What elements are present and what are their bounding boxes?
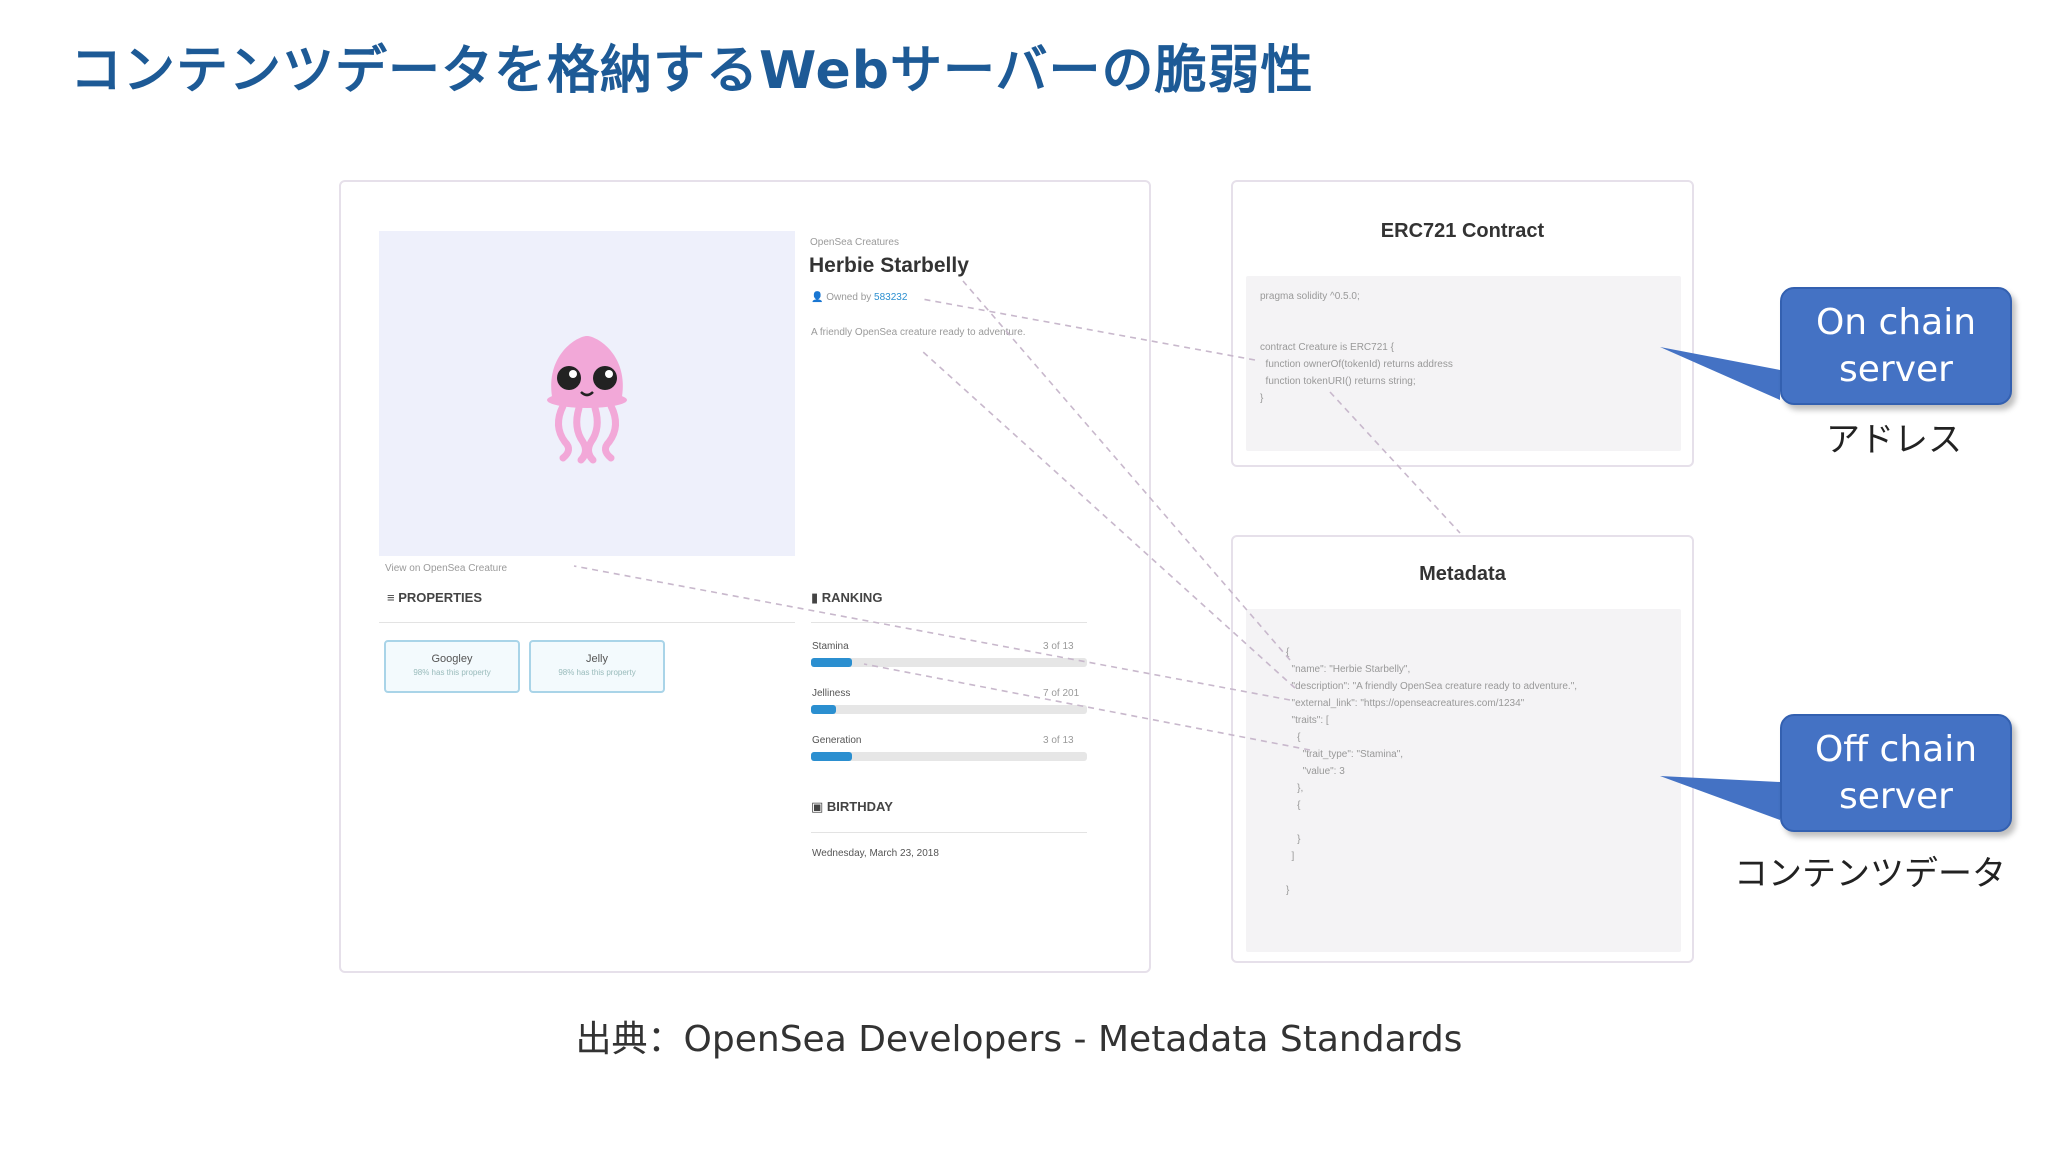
calendar-icon: ▣ xyxy=(811,799,827,814)
erc721-code: pragma solidity ^0.5.0; contract Creatur… xyxy=(1246,276,1681,451)
nft-name: Herbie Starbelly xyxy=(809,254,969,277)
on-chain-callout-pointer xyxy=(1660,347,1780,400)
connector-contract-to-metadata xyxy=(1329,391,1461,534)
ranking-label: RANKING xyxy=(821,590,883,605)
collection-name[interactable]: OpenSea Creatures xyxy=(810,237,899,248)
rank-bar-fill xyxy=(811,658,853,667)
bar-chart-icon: ▮ xyxy=(811,590,822,605)
properties-label: PROPERTIES xyxy=(398,590,482,605)
property-card-googley[interactable]: Googley 98% has this property xyxy=(384,640,520,693)
metadata-panel: Metadata { "name": "Herbie Starbelly", "… xyxy=(1231,535,1694,963)
nft-image xyxy=(379,231,795,556)
rank-name-stamina: Stamina xyxy=(812,641,849,652)
property-name: Googley xyxy=(431,653,473,665)
ranking-heading: ▮ RANKING xyxy=(811,590,882,606)
owned-by-label: Owned by xyxy=(826,292,872,303)
connector-trait-to-metadata xyxy=(863,663,1311,751)
view-on-opensea-link[interactable]: View on OpenSea Creature xyxy=(385,563,508,574)
on-chain-sublabel: アドレス xyxy=(1826,420,1962,460)
properties-heading: ≡ PROPERTIES xyxy=(387,590,482,605)
property-card-jelly[interactable]: Jelly 98% has this property xyxy=(529,640,665,693)
rank-value-generation: 3 of 13 xyxy=(1043,735,1074,746)
rank-name-generation: Generation xyxy=(812,735,862,746)
on-chain-callout: On chain server xyxy=(1780,287,2012,405)
user-icon: 👤 xyxy=(811,292,827,303)
property-name: Jelly xyxy=(585,653,608,665)
source-caption: 出典：OpenSea Developers - Metadata Standar… xyxy=(575,1019,1463,1060)
rank-value-stamina: 3 of 13 xyxy=(1043,641,1074,652)
slide-title: コンテンツデータを格納するWebサーバーの脆弱性 xyxy=(70,41,1314,101)
rank-bar-fill xyxy=(811,752,853,761)
property-rarity: 98% has this property xyxy=(413,668,491,677)
ranking-divider xyxy=(811,622,1087,623)
owner-line: 👤 Owned by 583232 xyxy=(811,292,907,303)
properties-divider xyxy=(379,622,795,623)
birthday-heading: ▣ BIRTHDAY xyxy=(811,799,893,815)
metadata-title: Metadata xyxy=(1419,563,1506,585)
birthday-date: Wednesday, March 23, 2018 xyxy=(812,848,939,859)
rank-bar-fill xyxy=(811,705,836,714)
birthday-divider xyxy=(811,832,1087,833)
metadata-code: { "name": "Herbie Starbelly", "descripti… xyxy=(1246,609,1681,952)
list-icon: ≡ xyxy=(387,590,399,605)
off-chain-callout-pointer xyxy=(1660,776,1780,820)
rank-value-jelliness: 7 of 201 xyxy=(1043,688,1080,699)
connector-link-to-metadata xyxy=(573,565,1291,701)
property-rarity: 98% has this property xyxy=(558,668,636,677)
rank-bar-jelliness xyxy=(811,705,1087,714)
connector-owner-to-contract xyxy=(921,298,1256,361)
rank-bar-generation xyxy=(811,752,1087,761)
rank-bar-stamina xyxy=(811,658,1087,667)
birthday-label: BIRTHDAY xyxy=(826,799,893,814)
nft-detail-panel: View on OpenSea Creature ≡ PROPERTIES Go… xyxy=(339,180,1151,973)
rank-name-jelliness: Jelliness xyxy=(812,688,851,699)
connector-description-to-metadata xyxy=(921,350,1296,689)
owner-link[interactable]: 583232 xyxy=(874,292,908,303)
erc721-contract-panel: ERC721 Contract pragma solidity ^0.5.0; … xyxy=(1231,180,1694,467)
nft-description: A friendly OpenSea creature ready to adv… xyxy=(811,327,1026,338)
off-chain-sublabel: コンテンツデータ xyxy=(1734,854,2006,894)
erc721-title: ERC721 Contract xyxy=(1380,220,1545,242)
jellyfish-icon xyxy=(547,336,627,464)
connector-name-to-metadata xyxy=(962,280,1291,661)
off-chain-callout: Off chain server xyxy=(1780,714,2012,832)
